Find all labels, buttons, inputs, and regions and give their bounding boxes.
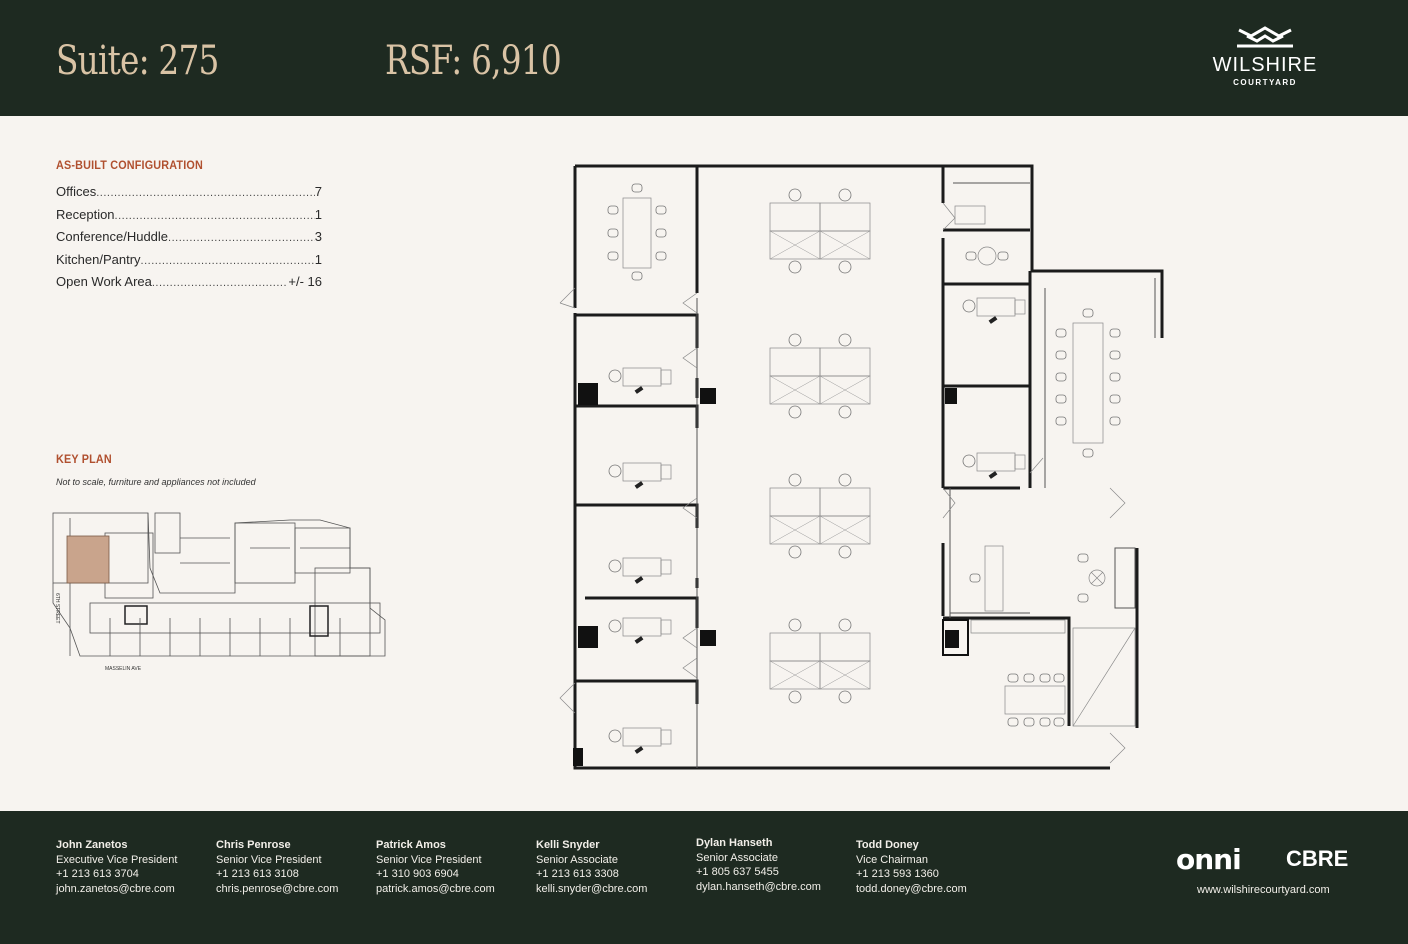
contact-email[interactable]: john.zanetos@cbre.com: [56, 882, 175, 895]
config-list: Offices 7 Reception 1 Conference/Huddle 3 K…: [56, 184, 322, 297]
leader-dots: [96, 187, 315, 199]
contact-name: Kelli Snyder: [536, 839, 600, 851]
contact-email[interactable]: todd.doney@cbre.com: [856, 882, 967, 895]
config-label: Reception: [56, 206, 115, 222]
config-value: 1: [314, 206, 322, 222]
contact-phone: +1 310 903 6904: [376, 868, 459, 881]
contact-phone: +1 213 613 3108: [216, 868, 299, 881]
contact-email[interactable]: patrick.amos@cbre.com: [376, 882, 495, 895]
brand-name: WILSHIRE: [1212, 54, 1318, 76]
street-label-bottom: MASSELIN AVE: [105, 666, 142, 672]
contact-card: Dylan Hanseth Senior Associate +1 805 63…: [696, 836, 821, 894]
wave-icon: [1237, 26, 1293, 48]
key-plan-map: 6TH STREET MASSELIN AVE: [52, 512, 386, 672]
contact-name: Dylan Hanseth: [696, 837, 773, 849]
config-row: Reception 1: [56, 207, 322, 230]
leader-dots: [168, 232, 315, 244]
contact-phone: +1 213 613 3308: [536, 868, 619, 881]
leader-dots: [152, 277, 289, 289]
contact-card: Kelli Snyder Senior Associate +1 213 613…: [536, 838, 647, 896]
contact-email[interactable]: dylan.hanseth@cbre.com: [696, 880, 821, 893]
contact-email[interactable]: kelli.snyder@cbre.com: [536, 882, 648, 895]
contact-name: Patrick Amos: [376, 839, 446, 851]
contact-phone: +1 213 593 1360: [856, 868, 939, 881]
config-value: +/- 16: [288, 274, 322, 290]
contact-name: Chris Penrose: [216, 839, 291, 851]
contact-card: Todd Doney Vice Chairman +1 213 593 1360…: [856, 838, 967, 896]
keyplan-title: KEY PLAN: [56, 452, 112, 466]
config-row: Offices 7: [56, 184, 322, 207]
contact-phone: +1 805 637 5455: [696, 866, 779, 879]
contact-card: Patrick Amos Senior Vice President +1 31…: [376, 838, 495, 896]
wilshire-courtyard-logo: WILSHIRE COURTYARD: [1205, 24, 1325, 87]
contact-card: Chris Penrose Senior Vice President +1 2…: [216, 838, 338, 896]
config-row: Open Work Area +/- 16: [56, 274, 322, 297]
config-label: Open Work Area: [56, 274, 152, 290]
footer-bar: John Zanetos Executive Vice President +1…: [0, 811, 1408, 944]
street-label-left: 6TH STREET: [54, 593, 60, 624]
contact-email[interactable]: chris.penrose@cbre.com: [216, 882, 339, 895]
leader-dots: [141, 255, 315, 267]
contact-title: Executive Vice President: [56, 853, 178, 866]
config-row: Conference/Huddle 3: [56, 229, 322, 252]
config-label: Offices: [56, 184, 97, 199]
config-label: Kitchen/Pantry: [56, 251, 141, 267]
contact-title: Senior Associate: [536, 853, 618, 866]
contact-title: Vice Chairman: [856, 853, 928, 866]
config-label: Conference/Huddle: [56, 229, 169, 245]
contact-phone: +1 213 613 3704: [56, 868, 139, 881]
config-value: 1: [314, 251, 322, 267]
brand-subtitle: COURTYARD: [1233, 78, 1297, 87]
suite-number: Suite: 275: [56, 38, 219, 84]
keyplan-note: Not to scale, furniture and appliances n…: [56, 477, 256, 487]
contact-title: Senior Vice President: [376, 853, 482, 866]
rsf-value: RSF: 6,910: [385, 38, 562, 84]
suite-highlight: [66, 535, 110, 584]
header-bar: Suite: 275 RSF: 6,910 WILSHIRE COURTYARD: [0, 0, 1408, 116]
leader-dots: [115, 210, 315, 222]
cbre-logo: CBRE: [1286, 846, 1349, 871]
contact-card: John Zanetos Executive Vice President +1…: [56, 838, 177, 896]
onni-logo: onni: [1176, 843, 1242, 876]
contact-name: John Zanetos: [56, 839, 128, 851]
contact-title: Senior Associate: [696, 851, 778, 864]
config-row: Kitchen/Pantry 1: [56, 252, 322, 275]
config-value: 3: [314, 229, 322, 245]
contact-name: Todd Doney: [856, 839, 919, 851]
floor-plan: [559, 164, 1164, 770]
contact-title: Senior Vice President: [216, 853, 322, 866]
config-title: AS-BUILT CONFIGURATION: [56, 158, 203, 172]
config-value: 7: [314, 184, 322, 199]
website-link[interactable]: www.wilshirecourtyard.com: [1197, 884, 1330, 896]
